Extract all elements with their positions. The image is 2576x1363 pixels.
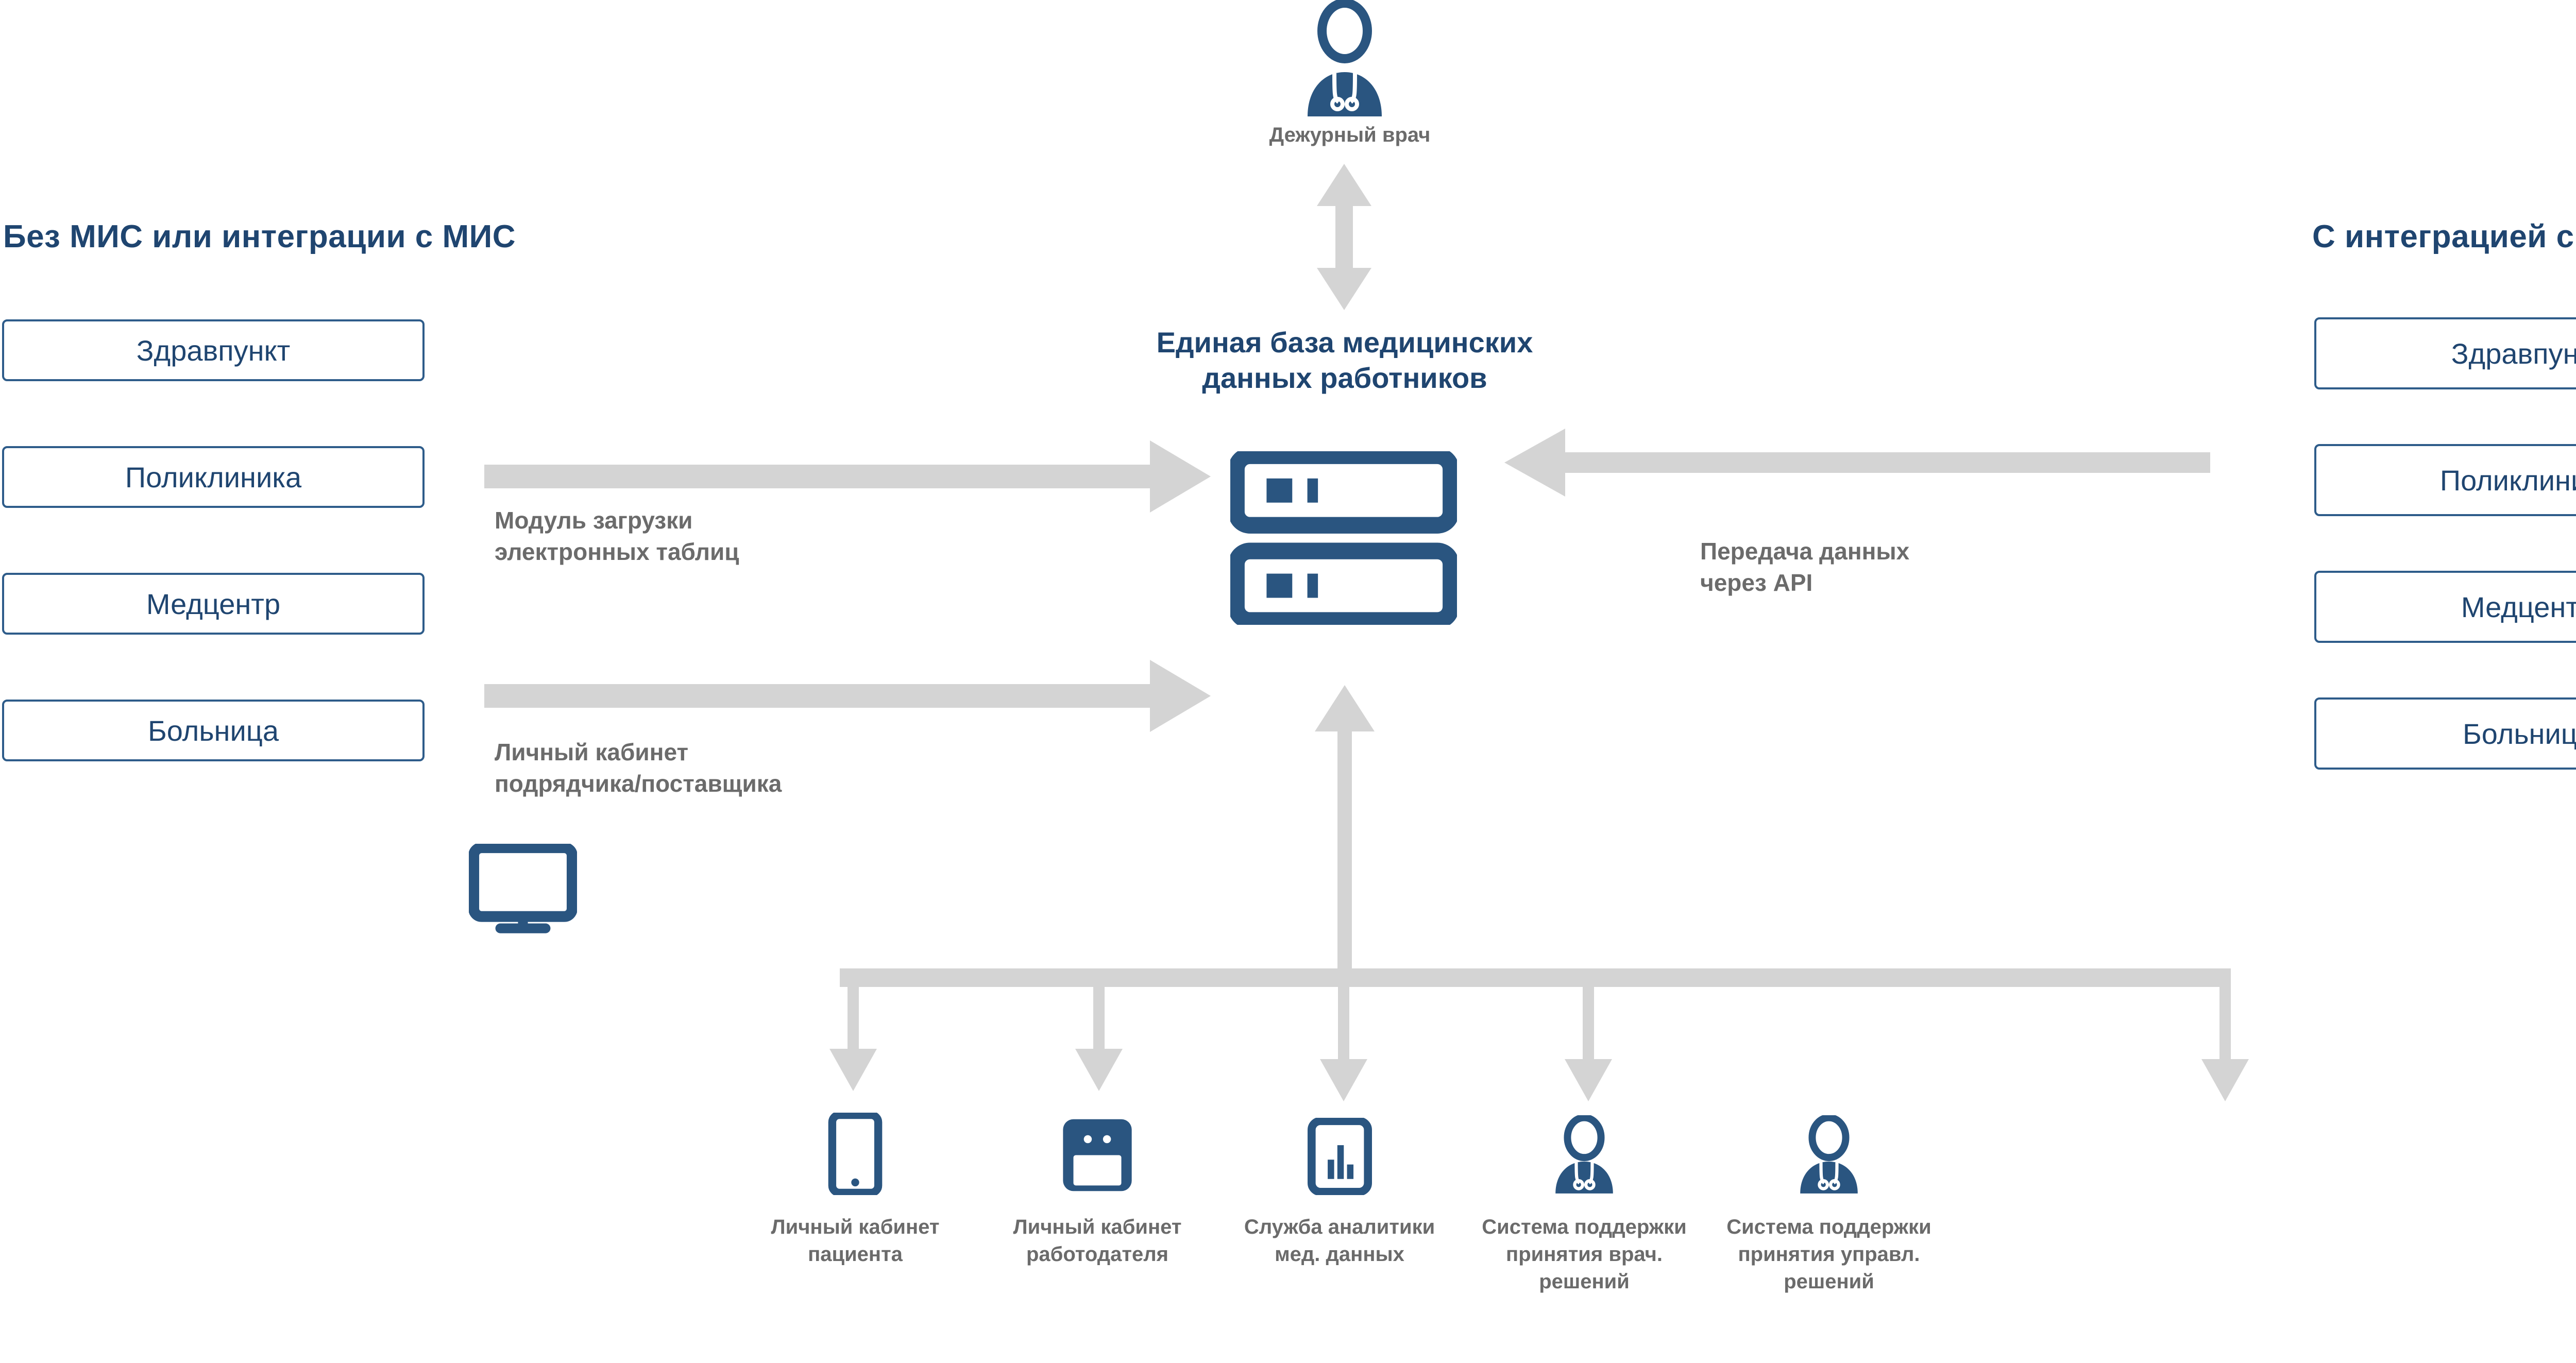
flow-api-line1: Передача данных [1700, 538, 1910, 565]
flow-label-cabinet: Личный кабинет подрядчика/поставщика [495, 737, 1010, 799]
arrow-consumer-1 [1075, 987, 1123, 1091]
arrow-consumer-3 [1565, 987, 1612, 1101]
consumer-3-line3: решений [1539, 1270, 1630, 1293]
right-entity-medcentr[interactable]: Медцентр [2314, 571, 2576, 643]
consumer-node-employer-cabinet[interactable]: Личный кабинет работодателя [979, 1108, 1216, 1268]
consumer-4-line3: решений [1784, 1270, 1874, 1293]
doctor-icon [1710, 1108, 1947, 1195]
flow-cabinet-line2: подрядчика/поставщика [495, 770, 782, 797]
right-entity-zdravpunkt[interactable]: Здравпункт [2314, 317, 2576, 389]
doctor-icon [1466, 1108, 1703, 1195]
analytics-icon [1221, 1108, 1458, 1195]
left-entity-zdravpunkt[interactable]: Здравпункт [2, 319, 425, 381]
distribution-bus [840, 968, 2231, 987]
flow-cabinet-line1: Личный кабинет [495, 739, 688, 765]
consumer-3-line1: Система поддержки [1482, 1216, 1687, 1238]
right-entity-poliklinika[interactable]: Поликлиника [2314, 444, 2576, 516]
consumer-0-line1: Личный кабинет [771, 1216, 940, 1238]
hub-label-line1: Единая база медицинских [1156, 326, 1533, 359]
consumer-node-patient-cabinet[interactable]: Личный кабинет пациента [737, 1108, 974, 1268]
right-entity-bolnica[interactable]: Больница [2314, 697, 2576, 770]
consumer-0-line2: пациента [808, 1242, 903, 1266]
server-icon [1228, 447, 1460, 629]
arrow-doctor-hub [1317, 164, 1371, 310]
duty-doctor-icon [1293, 0, 1396, 118]
consumer-4-line2: принятия управл. [1738, 1242, 1920, 1266]
hub-label-line2: данных работников [1202, 362, 1487, 395]
hub-label: Единая база медицинских данных работнико… [1066, 325, 1623, 396]
consumer-4-line1: Система поддержки [1726, 1216, 1931, 1238]
consumer-3-line2: принятия врач. [1506, 1242, 1663, 1266]
consumer-1-line2: работодателя [1026, 1242, 1168, 1266]
left-entity-bolnica[interactable]: Больница [2, 700, 425, 761]
consumer-1-line1: Личный кабинет [1013, 1216, 1182, 1238]
arrow-consumer-2 [1320, 987, 1367, 1101]
left-entity-poliklinika[interactable]: Поликлиника [2, 446, 425, 508]
consumer-node-clinical-dss[interactable]: Система поддержки принятия врач. решений [1466, 1108, 1703, 1295]
heading-with-mis: С интеграцией с МИС [2312, 219, 2576, 254]
monitor-icon [468, 842, 578, 936]
consumer-2-line2: мед. данных [1275, 1242, 1404, 1266]
arrow-consumer-0 [829, 987, 877, 1091]
flow-upload-line2: электронных таблиц [495, 538, 739, 565]
arrow-upload [484, 440, 1211, 513]
duty-doctor-label: Дежурный врач [1269, 124, 1431, 146]
heading-without-mis: Без МИС или интеграции с МИС [3, 219, 516, 254]
smartphone-icon [737, 1108, 974, 1195]
flow-label-api: Передача данных через API [1700, 536, 2112, 598]
left-entity-medcentr[interactable]: Медцентр [2, 573, 425, 635]
consumer-node-management-dss[interactable]: Система поддержки принятия управл. решен… [1710, 1108, 1947, 1295]
arrow-api [1504, 429, 2210, 497]
consumer-node-analytics[interactable]: Служба аналитики мед. данных [1221, 1108, 1458, 1268]
briefcase-icon [979, 1108, 1216, 1195]
arrow-bus-to-hub [1315, 685, 1375, 968]
arrow-consumer-4 [2201, 987, 2249, 1101]
arrow-cabinet [484, 660, 1211, 732]
flow-label-upload: Модуль загрузки электронных таблиц [495, 505, 958, 567]
flow-api-line2: через API [1700, 569, 1813, 596]
consumer-2-line1: Служба аналитики [1244, 1216, 1435, 1238]
flow-upload-line1: Модуль загрузки [495, 507, 693, 534]
